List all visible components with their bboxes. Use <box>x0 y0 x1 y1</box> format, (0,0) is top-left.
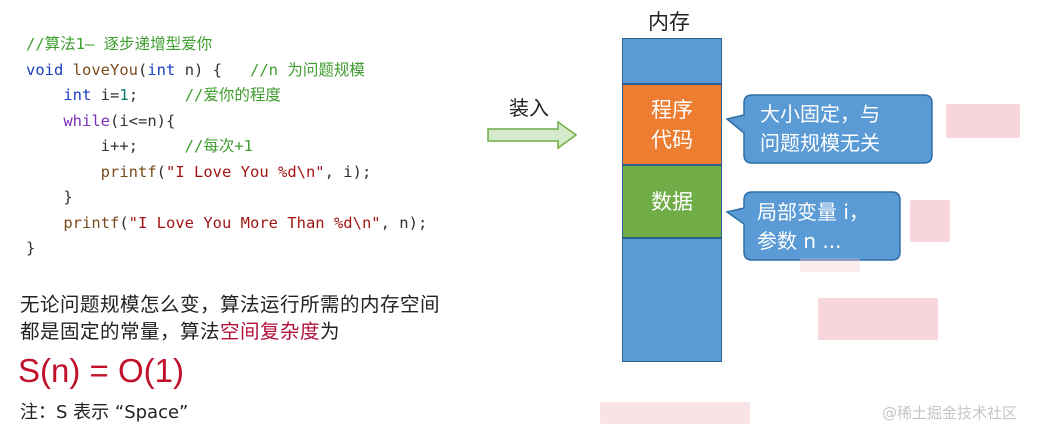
code-line-brace-inner: } <box>63 188 73 206</box>
load-arrow-icon <box>487 120 578 150</box>
keyword-int: int <box>63 86 92 104</box>
description-line-2: 都是固定的常量，算法空间复杂度为 <box>20 320 341 343</box>
space-complexity-term: 空间复杂度 <box>220 320 321 343</box>
comment-each: //每次+1 <box>184 137 253 155</box>
comment-n: //n 为问题规模 <box>250 60 365 79</box>
memory-block-program-code: 程序 代码 <box>622 84 722 165</box>
increment: i++; <box>100 137 138 155</box>
while-condition: (i<=n){ <box>110 111 176 130</box>
note-text: 注：S 表示 “Space” <box>20 402 189 423</box>
code-line-signature: void loveYou(int n) { //n 为问题规模 <box>26 60 365 79</box>
var-i: i= <box>100 86 120 104</box>
string-literal: "I Love You More Than %d\n" <box>128 213 381 232</box>
code-line-init: int i=1; //爱你的程度 <box>63 86 281 104</box>
callout-size-fixed <box>725 94 933 164</box>
string-literal: "I Love You %d\n" <box>166 162 325 181</box>
blurred-region <box>946 104 1020 138</box>
code-line-brace-outer: } <box>26 239 36 257</box>
number-literal: 1 <box>119 86 129 104</box>
blurred-region <box>910 200 950 242</box>
keyword-int: int <box>147 60 176 79</box>
memory-block-data: 数据 <box>622 165 722 238</box>
printf-call: printf <box>63 213 120 232</box>
keyword-while: while <box>63 111 110 130</box>
function-name: loveYou <box>72 60 138 79</box>
description-line-1: 无论问题规模怎么变，算法运行所需的内存空间 <box>20 293 441 316</box>
code-line-increment: i++; //每次+1 <box>26 134 427 160</box>
blurred-region <box>800 258 860 272</box>
code-comment: //算法1— 逐步递增型爱你 <box>26 35 213 53</box>
callout-local-vars-text: 局部变量 i， 参数 n ... <box>757 200 869 253</box>
param-n: n) { <box>184 60 223 79</box>
watermark: @稀土掘金技术社区 <box>882 404 1018 422</box>
comment-degree: //爱你的程度 <box>184 86 281 104</box>
load-arrow-label: 装入 <box>509 96 549 120</box>
complexity-formula: S(n) = O(1) <box>18 352 184 389</box>
keyword-void: void <box>26 60 64 79</box>
code-line-printf1: printf("I Love You %d\n", i); <box>100 162 372 181</box>
code-block: //算法1— 逐步递增型爱你 void loveYou(int n) { //n… <box>26 32 427 262</box>
blurred-region <box>818 298 938 340</box>
code-line-printf2: printf("I Love You More Than %d\n", n); <box>63 213 428 232</box>
memory-title: 内存 <box>648 10 690 34</box>
printf-call: printf <box>100 162 157 181</box>
code-line-comment: //算法1— 逐步递增型爱你 <box>26 32 427 58</box>
memory-block-top <box>622 38 722 84</box>
description-text: 无论问题规模怎么变，算法运行所需的内存空间 都是固定的常量，算法空间复杂度为 <box>20 291 440 345</box>
code-line-while: while(i<=n){ <box>26 109 427 135</box>
blurred-region <box>600 402 750 424</box>
callout-size-fixed-text: 大小固定，与 问题规模无关 <box>760 102 880 155</box>
callout-local-vars <box>725 191 901 261</box>
memory-block-bottom <box>622 238 722 362</box>
